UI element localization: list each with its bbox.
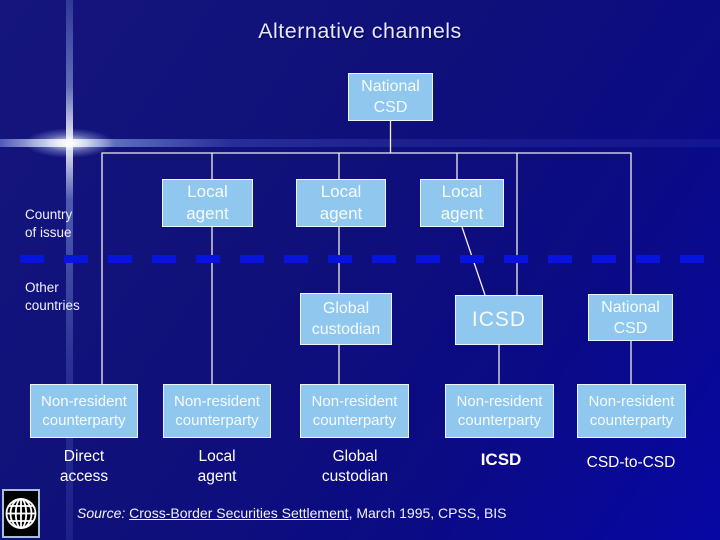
source-line: Source: Cross-Border Securities Settleme…: [77, 505, 507, 521]
node-icsd: ICSD: [455, 295, 543, 345]
node-non-resident-counterparty-2: Non-resident counterparty: [163, 384, 271, 438]
source-document-title: Cross-Border Securities Settlement: [129, 505, 349, 521]
node-national-csd-right: National CSD: [588, 294, 673, 341]
region-label-other-countries: Other countries: [25, 280, 80, 313]
country-border-dashed-divider: [0, 255, 720, 263]
channel-label-local-agent: Local agent: [197, 448, 237, 485]
node-global-custodian: Global custodian: [300, 293, 392, 345]
source-prefix: Source:: [77, 505, 126, 521]
node-non-resident-counterparty-3: Non-resident counterparty: [300, 384, 409, 438]
channel-label-direct-access: Direct access: [59, 448, 109, 485]
channel-label-global-custodian: Global custodian: [321, 448, 389, 485]
channel-label-csd-to-csd: CSD-to-CSD: [586, 454, 676, 471]
region-label-country-of-issue: Country of issue: [25, 207, 73, 240]
globe-icon: [2, 489, 40, 538]
node-non-resident-counterparty-1: Non-resident counterparty: [30, 384, 138, 438]
channel-label-icsd: ICSD: [480, 450, 522, 469]
node-local-agent-1: Local agent: [162, 179, 253, 227]
slide-title: Alternative channels: [258, 19, 462, 43]
node-non-resident-counterparty-4: Non-resident counterparty: [445, 384, 554, 438]
node-non-resident-counterparty-5: Non-resident counterparty: [577, 384, 686, 438]
node-local-agent-3: Local agent: [420, 179, 504, 227]
node-national-csd-top: National CSD: [348, 73, 433, 121]
node-local-agent-2: Local agent: [296, 179, 386, 227]
source-suffix: , March 1995, CPSS, BIS: [348, 505, 507, 521]
